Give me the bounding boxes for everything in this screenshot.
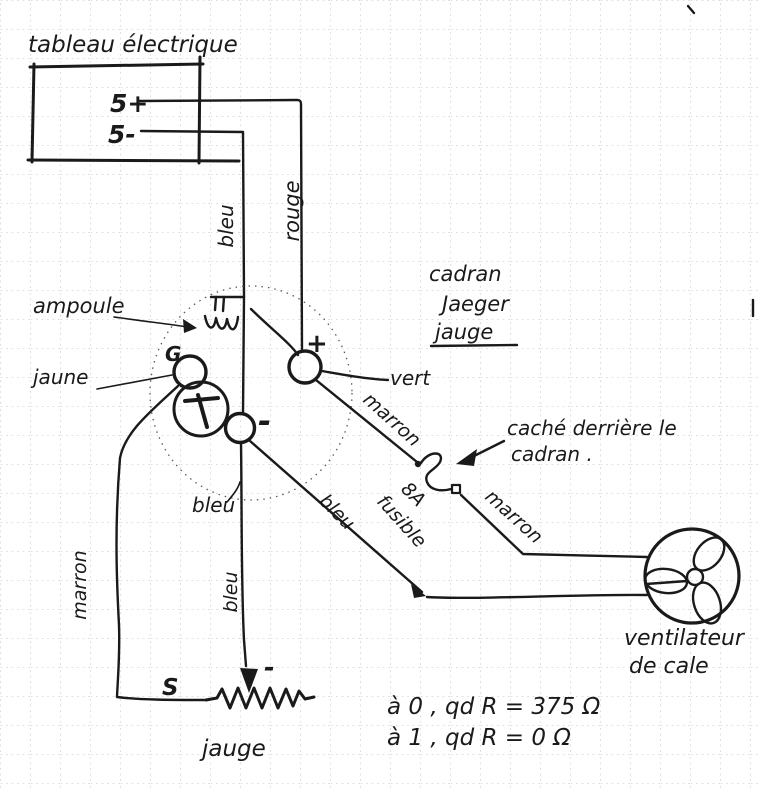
fan-symbol: ventilateur de cale: [624, 527, 746, 679]
wire-bleu-top-label: bleu: [214, 204, 238, 247]
gauge-name-underline: [429, 343, 519, 348]
fuse-symbol: [414, 452, 462, 495]
wire-rouge-label: rouge: [280, 180, 304, 241]
wire-jaune-label: jaune: [30, 365, 88, 389]
jaune-leader-line: [96, 374, 173, 390]
sender-arrow-head: [240, 668, 258, 693]
sender-resistor: S - jauge: [162, 653, 316, 762]
bleu-diagonal-arrow-head: [411, 584, 426, 598]
resistance-note-line1: à 0 , qd R = 375 Ω: [387, 694, 601, 720]
hidden-note-arrow-head: [456, 449, 477, 466]
wire-bleu-vertical-label: bleu: [220, 571, 242, 612]
sender-terminal-label: S: [162, 675, 179, 701]
panel-box-left: [30, 62, 36, 164]
wire-vert: [320, 369, 390, 382]
dial-dashed-outline: [149, 285, 353, 501]
hidden-note: caché derrière le cadran .: [456, 416, 677, 466]
wire-rouge: [136, 98, 304, 353]
wire-marron-lower: [459, 493, 649, 559]
gauge-name-note: cadran Jaeger jauge: [429, 262, 519, 348]
fan-label-line1: ventilateur: [624, 626, 746, 651]
gauge-name-line3: jauge: [432, 320, 493, 344]
resistance-note-line2: à 1 , qd R = 0 Ω: [387, 725, 571, 751]
wire-vert-label: vert: [390, 366, 431, 390]
bleu-mid-leader-line: [226, 481, 241, 503]
wire-marron-left-label: marron: [69, 550, 91, 619]
panel-box-top: [28, 62, 205, 69]
fuse-squiggle: [419, 452, 453, 492]
sender-jauge-label: jauge: [199, 736, 266, 762]
wire-bleu-horizontal: [425, 593, 649, 600]
terminal-vert-dot: [287, 349, 323, 385]
bulb-filament: [203, 314, 240, 331]
wire-marron-left: [115, 384, 208, 702]
hidden-note-line1: caché derrière le: [507, 416, 677, 440]
electrical-panel: tableau électrique 5+ 5-: [26, 32, 241, 165]
wire-marron-upper: [314, 378, 419, 464]
wire-bleu-top: [139, 129, 246, 415]
terminal-5plus-label: 5+: [110, 89, 148, 118]
wire-bleu-mid-label: bleu: [192, 493, 235, 517]
resistor-zigzag: [204, 686, 316, 710]
bulb-label: ampoule: [33, 294, 125, 318]
terminal-jaune-dot: [172, 354, 208, 390]
panel-title-label: tableau électrique: [28, 32, 238, 58]
wire-bleu-diagonal: [248, 439, 424, 594]
stray-mark-top-right: [686, 4, 696, 15]
fuse-end-square: [450, 483, 462, 495]
panel-box-bottom: [26, 158, 241, 163]
meter-circle: [172, 380, 230, 438]
fuse-end-dot: [414, 460, 422, 468]
meter-needle: [183, 393, 220, 429]
bulb-arrow-shaft: [113, 316, 189, 328]
gauge-name-line1: cadran: [429, 262, 502, 286]
gauge-name-line2: Jaeger: [438, 292, 510, 316]
hidden-note-line2: cadran .: [511, 442, 593, 466]
fan-label-line2: de cale: [629, 654, 709, 679]
fan-blade-left: [643, 567, 689, 595]
terminal-5minus-label: 5-: [108, 120, 136, 149]
meter-symbol: [172, 380, 230, 438]
fan-chord-line: [644, 579, 689, 586]
wire-bleu-vertical: [239, 441, 248, 668]
plus-sign-label: +: [306, 329, 328, 359]
fan-hub: [685, 567, 705, 587]
bulb-contacts: [213, 295, 226, 313]
sender-minus-label: -: [264, 653, 275, 683]
fan-blade-top: [692, 536, 726, 572]
bulb-arrow-head: [183, 319, 197, 333]
fan-blade-bottom: [691, 581, 723, 625]
minus-sign-label: -: [258, 402, 271, 440]
wire-bulb-to-green: [249, 307, 300, 357]
panel-box-right: [197, 55, 202, 165]
bulb-symbol: [203, 295, 246, 331]
